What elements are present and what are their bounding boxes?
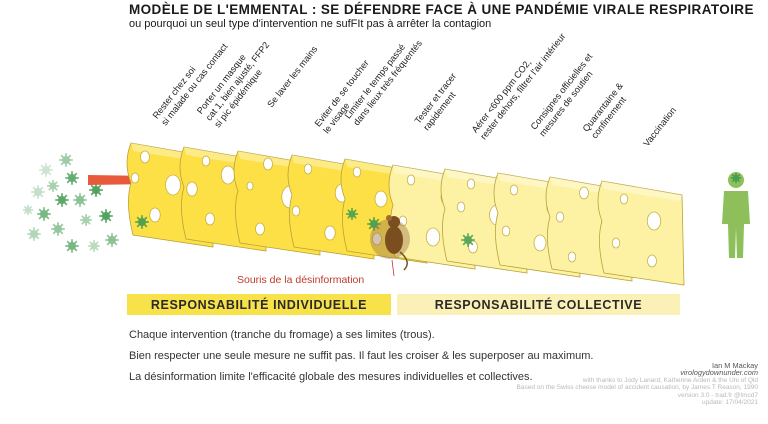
credit-author: Ian M Mackay	[711, 361, 758, 370]
virus-icon	[55, 193, 69, 207]
mouse-label: Souris de la désinformation	[237, 274, 365, 286]
person-icon	[722, 172, 750, 258]
virus-icon	[65, 171, 79, 185]
virus-icon	[105, 233, 119, 247]
virus-icon	[65, 239, 79, 253]
virus-icon	[99, 209, 113, 223]
credit-version: version 3.0 - trad.fr @lmcd7	[677, 391, 758, 399]
virus-icon	[89, 183, 103, 197]
band-individual-text: RESPONSABILITÉ INDIVIDUELLE	[150, 297, 368, 312]
virus-icon	[88, 240, 100, 252]
virus-icon	[51, 222, 65, 236]
mouse-icon	[370, 215, 410, 277]
virus-icon	[37, 207, 51, 221]
page-subtitle: ou pourquoi un seul type d'intervention …	[129, 18, 492, 30]
page-title: MODÈLE DE L'EMMENTAL : SE DÉFENDRE FACE …	[129, 2, 754, 17]
virus-icon	[730, 172, 742, 184]
virus-icon	[22, 204, 34, 216]
virus-icon	[367, 217, 381, 231]
virus-icon	[80, 214, 92, 226]
virus-icon	[73, 193, 87, 207]
band-collective: RESPONSABILITÉ COLLECTIVE	[397, 294, 680, 315]
virus-icon	[135, 215, 149, 229]
virus-icon	[59, 153, 73, 167]
virus-icon	[47, 180, 59, 192]
virus-icon	[31, 185, 45, 199]
credits: Ian M Mackay virologydownunder.com with …	[517, 362, 759, 406]
virus-icon	[461, 233, 475, 247]
credit-site: virologydownunder.com	[680, 368, 758, 378]
explanation-line-1: Chaque intervention (tranche du fromage)…	[129, 329, 435, 341]
band-individual: RESPONSABILITÉ INDIVIDUELLE	[127, 294, 391, 315]
band-collective-text: RESPONSABILITÉ COLLECTIVE	[434, 297, 643, 312]
explanation-line-3: La désinformation limite l'efficacité gl…	[129, 371, 533, 383]
explanation-line-2: Bien respecter une seule mesure ne suffi…	[129, 350, 594, 362]
virus-icon	[346, 208, 358, 220]
virus-icon	[39, 163, 53, 177]
credit-thanks: with thanks to Jody Lanard, Katherine Ar…	[582, 376, 758, 384]
cheese-diagram	[22, 142, 750, 286]
credit-based-on: Based on the Swiss cheese model of accid…	[516, 384, 759, 392]
cheese-slice	[597, 180, 685, 286]
credit-update: update: 17/04/2021	[701, 399, 758, 407]
virus-icon	[27, 227, 41, 241]
